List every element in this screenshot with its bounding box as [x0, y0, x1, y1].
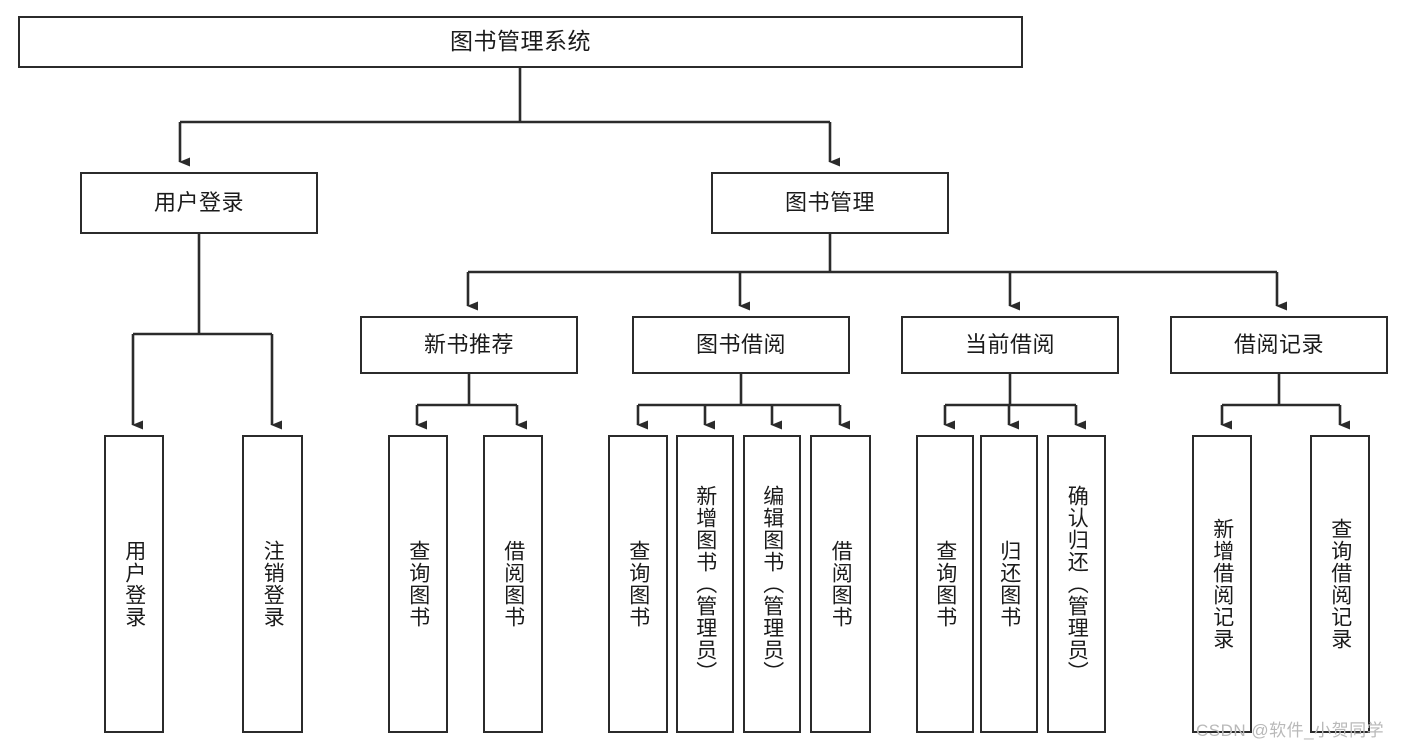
node-label: 借阅图书 [829, 540, 853, 628]
node-label: 查询图书 [406, 540, 430, 628]
node-leaf-2[interactable]: 查询图书 [388, 435, 448, 733]
node-label: 当前借阅 [964, 331, 1055, 357]
node-label: 用户登录 [153, 189, 244, 215]
node-label: 用户登录 [122, 540, 146, 628]
node-level3-0[interactable]: 新书推荐 [360, 316, 578, 374]
node-level3-1[interactable]: 图书借阅 [632, 316, 850, 374]
node-root[interactable]: 图书管理系统 [18, 16, 1023, 68]
node-leaf-1[interactable]: 注销登录 [242, 435, 303, 733]
node-label: 新增借阅记录 [1210, 518, 1234, 650]
node-label: 注销登录 [261, 540, 285, 628]
node-label: 查询图书 [626, 540, 650, 628]
node-label: 编辑图书（管理员） [760, 485, 784, 683]
node-label: 新增图书（管理员） [693, 485, 717, 683]
node-leaf-4[interactable]: 查询图书 [608, 435, 668, 733]
connector-group [131, 68, 1350, 430]
node-label: 确认归还（管理员） [1065, 485, 1089, 683]
node-leaf-0[interactable]: 用户登录 [104, 435, 164, 733]
node-label: 图书管理系统 [450, 28, 591, 55]
node-leaf-3[interactable]: 借阅图书 [483, 435, 543, 733]
node-label: 归还图书 [997, 540, 1021, 628]
node-level2-0[interactable]: 用户登录 [80, 172, 318, 234]
node-level3-2[interactable]: 当前借阅 [901, 316, 1119, 374]
node-leaf-9[interactable]: 归还图书 [980, 435, 1038, 733]
node-leaf-8[interactable]: 查询图书 [916, 435, 974, 733]
node-label: 查询借阅记录 [1328, 518, 1352, 650]
node-label: 借阅记录 [1233, 331, 1324, 357]
node-label: 图书借阅 [695, 331, 786, 357]
node-label: 查询图书 [933, 540, 957, 628]
node-leaf-12[interactable]: 查询借阅记录 [1310, 435, 1370, 733]
node-leaf-6[interactable]: 编辑图书（管理员） [743, 435, 801, 733]
node-leaf-10[interactable]: 确认归还（管理员） [1047, 435, 1106, 733]
node-leaf-5[interactable]: 新增图书（管理员） [676, 435, 734, 733]
node-level3-3[interactable]: 借阅记录 [1170, 316, 1388, 374]
node-label: 借阅图书 [501, 540, 525, 628]
watermark-text: CSDN @软件_小贺同学 [1196, 721, 1385, 740]
node-level2-1[interactable]: 图书管理 [711, 172, 949, 234]
node-label: 图书管理 [784, 189, 875, 215]
node-leaf-7[interactable]: 借阅图书 [810, 435, 871, 733]
node-label: 新书推荐 [423, 331, 514, 357]
node-leaf-11[interactable]: 新增借阅记录 [1192, 435, 1252, 733]
